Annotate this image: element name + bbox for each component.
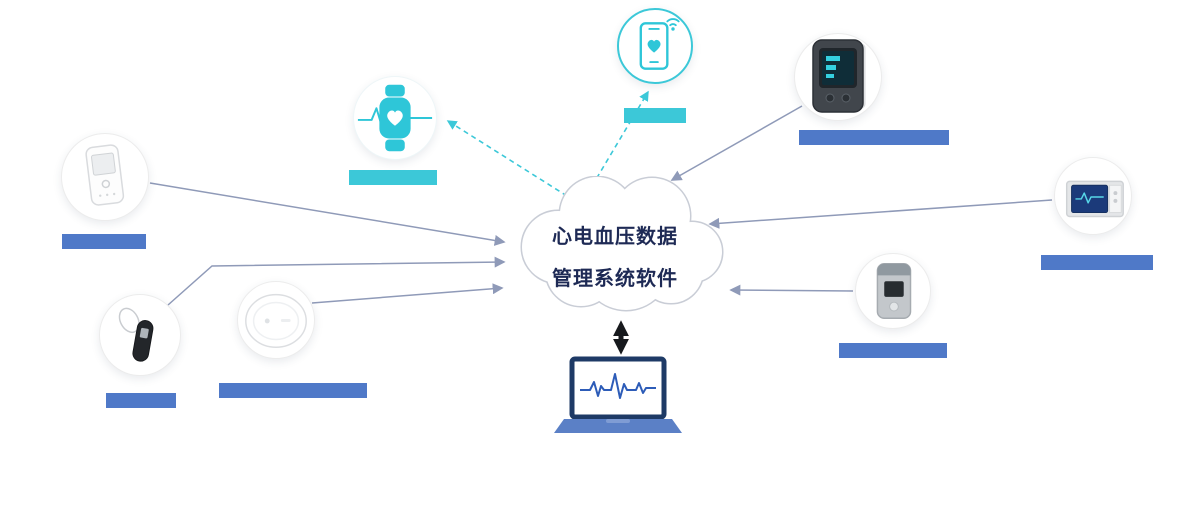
- smartwatch-icon: [357, 84, 433, 152]
- arrow-cloud-smartphone-bidirectional: [591, 90, 649, 188]
- smartphone-icon: [639, 18, 680, 70]
- arrow-holter-to-cloud: [729, 284, 854, 296]
- portable-monitor-circle: [1054, 157, 1132, 235]
- handheld-ecg-label-bar: [62, 234, 146, 249]
- node-ear-ecg-device: [99, 294, 181, 376]
- cloud-shape: [520, 176, 724, 312]
- laptop-ecg-icon: [554, 356, 682, 433]
- node-holter-recorder: [855, 253, 931, 329]
- bp-monitor-circle: [794, 33, 882, 121]
- node-smartwatch: [353, 76, 437, 160]
- smartwatch-circle: [353, 76, 437, 160]
- arrow-portable-monitor-to-cloud: [708, 199, 1053, 229]
- cloud-system: 心电血压数据 管理系统软件: [506, 176, 724, 320]
- smartphone-circle: [617, 8, 693, 84]
- bp-monitor-label-bar: [799, 130, 949, 145]
- arrow-bp-monitor-to-cloud: [670, 105, 803, 181]
- arrow-round-device-to-cloud: [311, 283, 504, 304]
- node-blood-pressure-monitor: [794, 33, 882, 121]
- node-ecg-laptop: [552, 356, 684, 436]
- round-device-circle: [237, 281, 315, 359]
- round-device-icon: [245, 293, 307, 349]
- holter-label-bar: [839, 343, 947, 358]
- cloud-title-line2: 管理系统软件: [552, 268, 678, 290]
- node-smartphone: [617, 8, 693, 84]
- portable-monitor-label-bar: [1041, 255, 1153, 270]
- arrow-cloud-to-smartwatch: [446, 120, 568, 197]
- ear-device-circle: [99, 294, 181, 376]
- smartwatch-label-bar: [349, 170, 437, 185]
- cloud-title-line1: 心电血压数据: [552, 226, 678, 248]
- cloud-title: 心电血压数据 管理系统软件: [506, 216, 724, 300]
- round-device-label-bar: [219, 383, 367, 398]
- handheld-ecg-circle: [61, 133, 149, 221]
- ear-device-label-bar: [106, 393, 176, 408]
- portable-monitor-icon: [1065, 180, 1124, 218]
- arrow-ear-device-to-cloud: [167, 256, 506, 306]
- holter-device-icon: [876, 263, 912, 319]
- node-handheld-ecg-monitor: [61, 133, 149, 221]
- arrow-handheld-to-cloud: [149, 182, 506, 246]
- handheld-ecg-device-icon: [85, 144, 125, 206]
- holter-circle: [855, 253, 931, 329]
- bp-monitor-icon: [812, 39, 866, 113]
- node-portable-monitor: [1054, 157, 1132, 235]
- ear-device-icon: [118, 307, 154, 362]
- smartphone-label-bar: [624, 108, 686, 123]
- node-round-ecg-recorder: [237, 281, 315, 359]
